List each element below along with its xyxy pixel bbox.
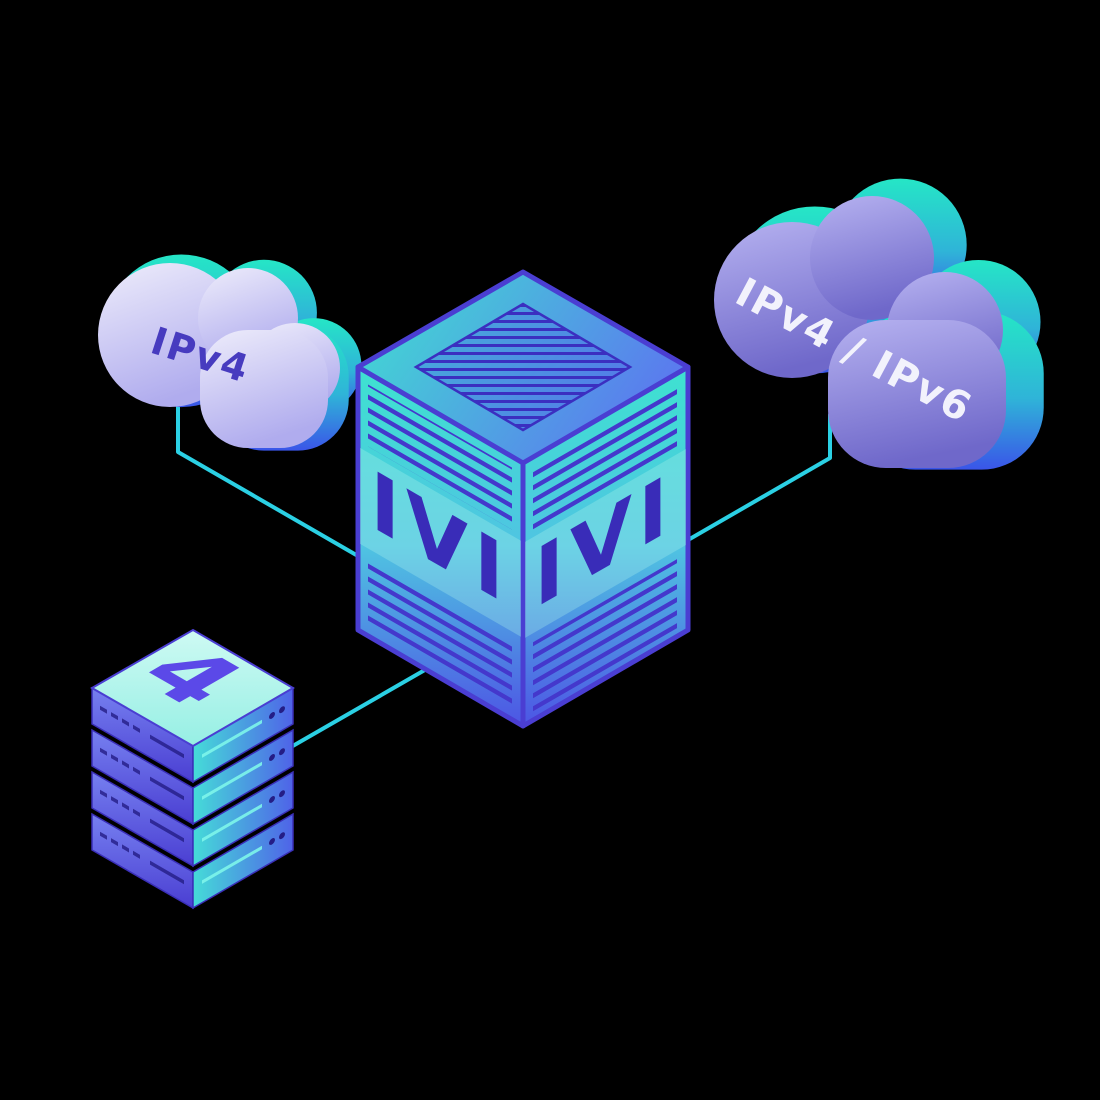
vent-dash: [122, 802, 129, 811]
face-stripes-upper: [533, 386, 677, 532]
led-dot: [279, 706, 285, 714]
ivi-right-face-decor: IVI: [525, 386, 686, 713]
vent-dash: [100, 705, 107, 714]
server-drive-slots: [202, 706, 285, 884]
cloud-base: [200, 330, 328, 448]
ivi-left-face-decor: IVI: [360, 384, 521, 711]
vent-dash: [133, 766, 140, 775]
server-stack-node: 4: [89, 628, 295, 910]
cloud-lobe: [810, 196, 934, 320]
drive-slot: [202, 719, 262, 758]
vent-dash: [111, 712, 118, 721]
server-slab-right-face: [192, 728, 294, 826]
vent-slot: [150, 860, 184, 885]
vent-dash: [122, 760, 129, 769]
vent-dash: [111, 838, 118, 847]
right-cloud-node: IPv4 / IPv6: [714, 178, 1044, 470]
vent-dash: [122, 844, 129, 853]
left-cloud-body: [98, 263, 340, 448]
right-cloud-body: [714, 196, 1006, 468]
vent-dash: [133, 724, 140, 733]
vent-dash: [100, 831, 107, 840]
face-stripes-upper: [368, 384, 512, 530]
face-stripes-lower: [533, 559, 677, 713]
vent-slot: [150, 776, 184, 801]
server-slab-right-face: [192, 812, 294, 910]
vent-dash: [122, 718, 129, 727]
vent-slot: [150, 818, 184, 843]
drive-slot: [202, 845, 262, 884]
vent-dash: [111, 796, 118, 805]
led-dot: [279, 748, 285, 756]
server-slab-right-face: [192, 770, 294, 868]
vent-dash: [111, 754, 118, 763]
vent-dash: [100, 747, 107, 756]
connector-right-cloud-to-ivi: [686, 413, 832, 542]
server-stack-top-face: [89, 628, 295, 748]
left-cloud-node: IPv4: [98, 254, 362, 451]
cloud-base: [828, 320, 1006, 468]
server-stack-left-faces: [91, 686, 194, 910]
drive-slot: [202, 803, 262, 842]
led-dot: [279, 832, 285, 840]
face-band-highlight: [525, 448, 686, 638]
ivi-box-node: IVI IVI: [355, 269, 691, 729]
server-vents: [100, 705, 184, 885]
face-band-highlight: [360, 447, 521, 637]
drive-slot: [202, 761, 262, 800]
vent-dash: [133, 808, 140, 817]
vent-slot: [150, 734, 184, 759]
face-stripes-lower: [368, 557, 512, 711]
ivi-box-top-hatch: [413, 302, 633, 432]
led-dot: [279, 790, 285, 798]
vent-dash: [100, 789, 107, 798]
vent-dash: [133, 850, 140, 859]
